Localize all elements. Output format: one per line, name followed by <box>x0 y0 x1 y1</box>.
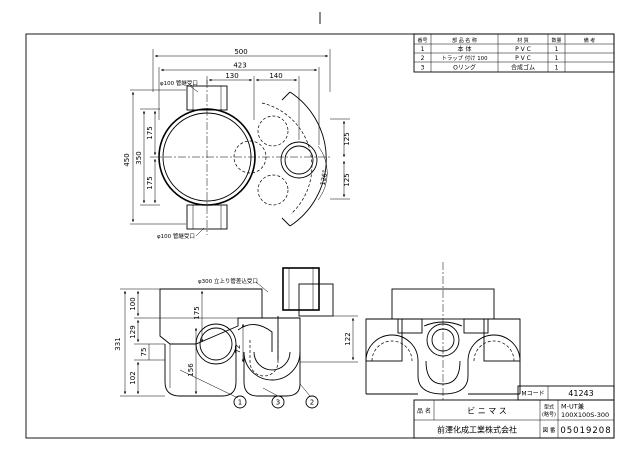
dim-left-102: 102 <box>129 371 137 384</box>
parts-cell: 1 <box>555 46 559 53</box>
parts-header-no: 番号 <box>417 37 427 44</box>
mcode-label: Mコード <box>521 391 544 398</box>
trap-outer <box>243 317 301 397</box>
dim-offset-b: 140 <box>269 72 282 80</box>
parts-cell: 1 <box>555 65 559 72</box>
dim-overall-width: 500 <box>234 48 247 56</box>
dim-right-upper: 125 <box>343 132 351 145</box>
dim-inner-72: 72 <box>234 345 242 354</box>
parts-table: 番号 部 品 名 称 材 質 数量 備 考 1 本 体 P V C 1 2 トラ… <box>413 33 615 73</box>
callout-riser-socket: φ300 立上り管差込受口 <box>198 277 258 285</box>
dim-left-129: 129 <box>129 325 137 338</box>
parts-cell: 3 <box>421 65 425 72</box>
callout-bottom-inlet: φ100 管継受口 <box>157 232 195 240</box>
sheet-border <box>25 33 615 439</box>
parts-cell: Oリング <box>453 64 476 72</box>
dim-right-122: 122 <box>344 332 352 345</box>
front-view: φ300 立上り管差込受口 331 100 129 75 102 175 156… <box>114 267 358 409</box>
dim-overall-height: 450 <box>123 153 131 166</box>
title-block: Mコード 41243 品 名 ビ ニ マ ス 型式 (略号) M-UT兼 100… <box>413 385 615 439</box>
parts-cell: 1 <box>421 46 425 53</box>
bottom-inlet-stub <box>186 204 228 230</box>
model-label-1: 型式 <box>544 404 554 411</box>
drawing-no-value: 05019208 <box>560 426 611 436</box>
parts-header-remarks: 備 考 <box>584 37 596 44</box>
parts-header-name: 部 品 名 称 <box>452 37 477 44</box>
dim-left-75: 75 <box>140 348 148 357</box>
model-value-1: M-UT兼 <box>561 402 585 411</box>
dim-inner-175: 175 <box>193 306 201 319</box>
parts-cell: トラップ 付け 100 <box>441 54 488 62</box>
dim-body-width: 423 <box>233 62 246 70</box>
dim-height-350: 350 <box>135 151 143 164</box>
dim-half-upper: 175 <box>146 126 154 139</box>
parts-cell: 本 体 <box>458 45 472 53</box>
balloon-2-label: 2 <box>310 399 314 407</box>
parts-cell: P V C <box>515 46 531 53</box>
parts-row-2: 2 トラップ 付け 100 P V C 1 <box>421 54 559 62</box>
model-label-2: (略号) <box>542 411 556 418</box>
parts-cell: 合成ゴム <box>511 64 535 72</box>
parts-cell: P V C <box>515 55 531 62</box>
mcode-value: 41243 <box>568 389 593 398</box>
parts-header-qty: 数量 <box>551 37 561 44</box>
company-name: 前澤化成工業株式会社 <box>437 425 517 435</box>
parts-row-3: 3 Oリング 合成ゴム 1 <box>421 64 559 72</box>
body-bowl <box>164 344 237 397</box>
parts-row-1: 1 本 体 P V C 1 <box>421 45 559 53</box>
balloon-3 <box>271 395 285 409</box>
parts-header-material: 材 質 <box>517 37 529 44</box>
balloon-1 <box>233 395 247 409</box>
riser-pipe <box>282 267 320 311</box>
parts-cell: 1 <box>555 55 559 62</box>
name-value: ビ ニ マ ス <box>467 407 507 416</box>
name-label: 品 名 <box>417 407 431 415</box>
dim-inner-156: 156 <box>187 363 195 377</box>
balloon-2 <box>305 395 319 409</box>
dim-left-100: 100 <box>129 297 137 310</box>
balloon-1-label: 1 <box>238 399 242 407</box>
dim-half-lower: 175 <box>146 176 154 189</box>
drawing-no-label: 図 番 <box>543 427 556 434</box>
dim-angle: 126° <box>319 169 330 186</box>
dim-offset-a: 130 <box>225 72 238 80</box>
side-view <box>365 262 521 400</box>
outlet-circle <box>280 141 318 179</box>
balloon-3-label: 3 <box>276 399 280 407</box>
body-upper <box>159 288 263 345</box>
dim-right-lower: 125 <box>343 173 351 186</box>
dim-left-total: 331 <box>114 337 122 350</box>
parts-cell: 2 <box>421 55 425 62</box>
top-view: 500 423 130 140 φ100 管継受口 450 350 175 17… <box>123 48 351 240</box>
model-value-2: 100X100S-300 <box>561 411 609 419</box>
callout-top-inlet: φ100 管継受口 <box>160 79 198 87</box>
